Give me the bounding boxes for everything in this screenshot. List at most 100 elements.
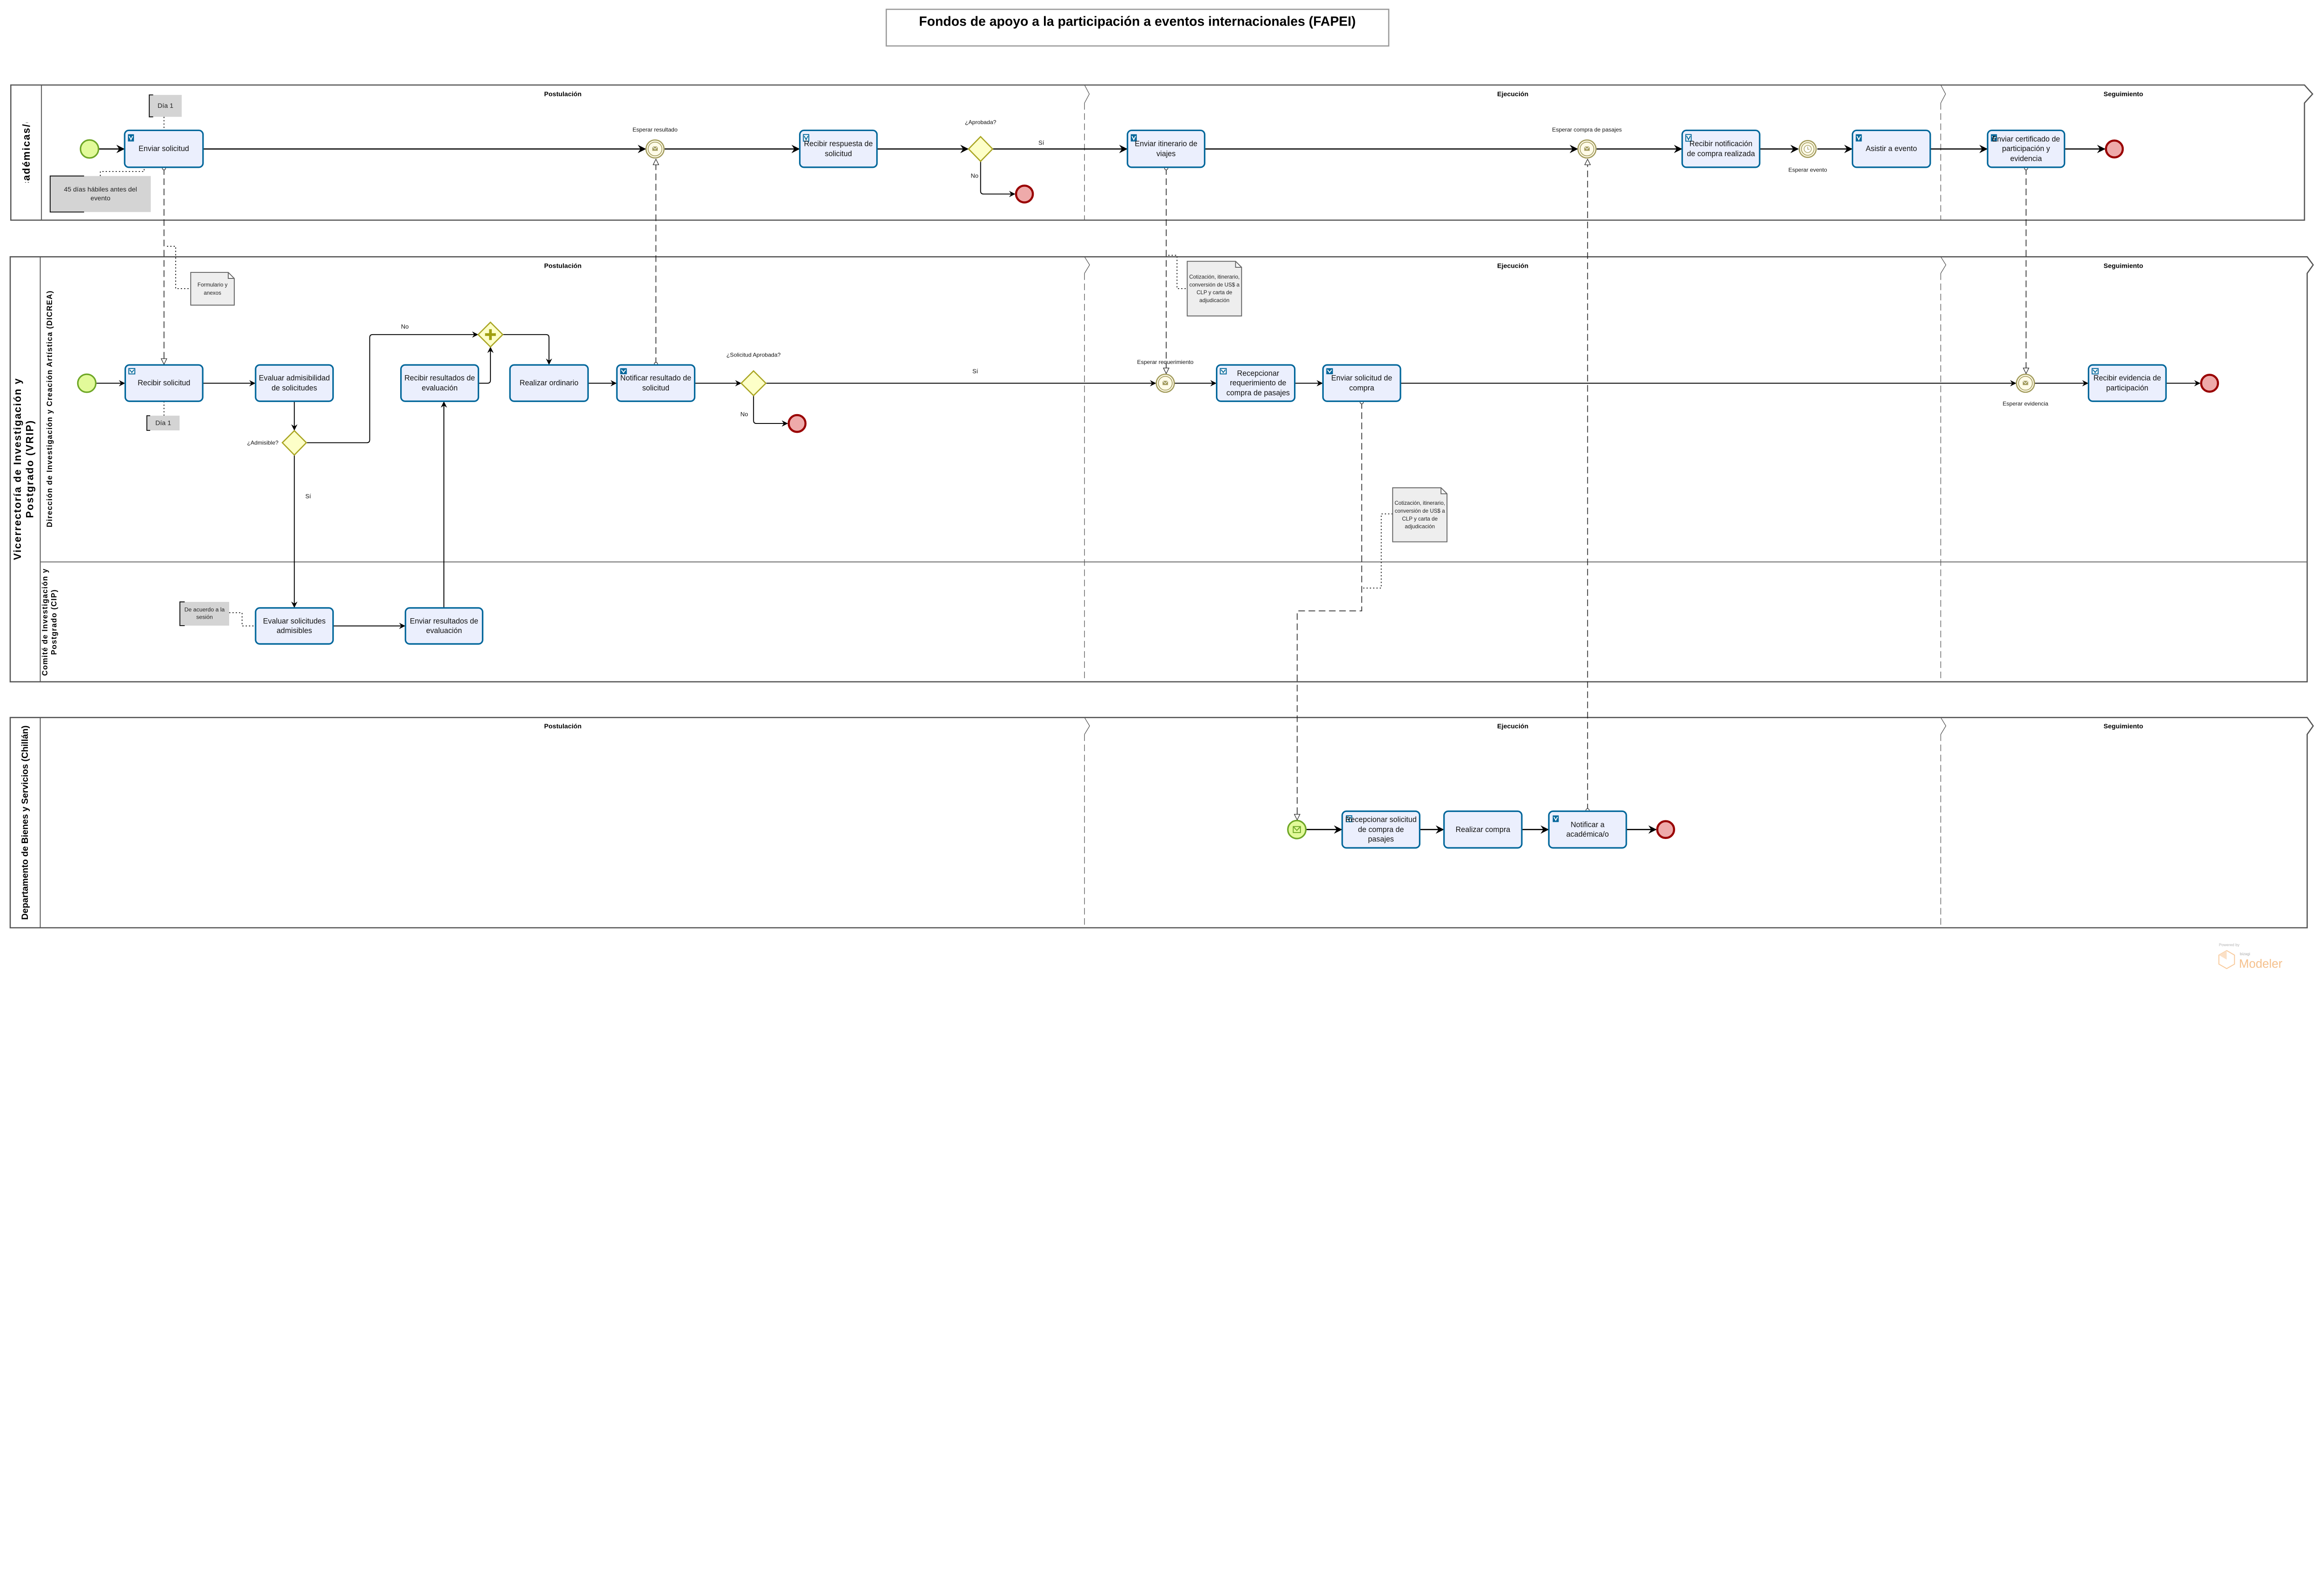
send-message-icon [1855, 134, 1862, 142]
task-recibir-evidencia[interactable]: Recibir evidencia de participación [2087, 364, 2167, 402]
intermediate-event-esperar-evidencia[interactable]: Esperar evidencia [2003, 373, 2048, 407]
svg-text:Esperar compra de pasajes: Esperar compra de pasajes [1552, 126, 1622, 133]
flow-label-si: Sí [972, 368, 978, 375]
annotation-dia1-dicrea: Día 1 [146, 415, 180, 431]
task-notificar-academica[interactable]: Notificar a académica/o [1548, 810, 1627, 849]
bizagi-watermark: Powered by bizagi Modeler [2218, 942, 2283, 971]
gateway-aprobada[interactable]: ¿Aprobada? [965, 119, 997, 162]
send-message-icon [1326, 368, 1333, 375]
intermediate-event-esperar-resultado[interactable]: Esperar resultado [633, 126, 678, 159]
receive-message-icon [2092, 368, 2099, 375]
message-start-event[interactable] [1287, 819, 1307, 839]
start-event[interactable] [79, 139, 99, 159]
send-message-icon [1130, 134, 1137, 142]
pool-bienes-servicios: Departamento de Bienes y Servicios (Chil… [9, 717, 2314, 929]
send-message-icon [1991, 134, 1997, 142]
flow-label-no: No [401, 323, 409, 330]
task-recepcionar-requerimiento[interactable]: Recepcionar requerimiento de compra de p… [1215, 364, 1296, 402]
associations [99, 117, 1393, 627]
receive-message-icon [1220, 368, 1227, 375]
lane-label-cip: Comité de Investigación y Postgrado (CIP… [40, 568, 59, 676]
receive-message-icon [1346, 815, 1353, 822]
annotation-dia1-academicos: Día 1 [149, 94, 182, 118]
bizagi-logo-icon [2218, 950, 2235, 969]
task-enviar-solicitud[interactable]: Enviar solicitud [124, 129, 204, 168]
diagram-title-box: Fondos de apoyo a la participación a eve… [885, 8, 1390, 47]
task-realizar-compra[interactable]: Realizar compra [1443, 810, 1523, 849]
milestone-ejecucion: Ejecución [1497, 91, 1528, 98]
annotation-sesion: De acuerdo a la sesión [179, 601, 230, 626]
svg-text:¿Solicitud Aprobada?: ¿Solicitud Aprobada? [726, 352, 781, 358]
svg-text:Esperar evidencia: Esperar evidencia [2003, 400, 2048, 407]
intermediate-event-esperar-compra[interactable]: Esperar compra de pasajes [1552, 126, 1622, 159]
svg-text:Esperar resultado: Esperar resultado [633, 126, 678, 133]
data-object-formulario[interactable]: Formulario y anexos [190, 272, 235, 306]
task-enviar-itinerario[interactable]: Enviar itinerario de viajes [1127, 129, 1206, 168]
task-enviar-certificado[interactable]: Enviar certificado de participación y ev… [1987, 129, 2066, 168]
end-event[interactable] [1656, 820, 1675, 839]
milestone-postulacion: Postulación [544, 723, 582, 730]
parallel-gateway[interactable] [477, 321, 504, 348]
lane-label-dicrea: Dirección de Investigación y Creación Ar… [45, 290, 54, 528]
svg-text:Esperar requerimiento: Esperar requerimiento [1137, 359, 1194, 365]
pool-label: Departamento de Bienes y Servicios (Chil… [20, 725, 30, 920]
task-recibir-notificacion[interactable]: Recibir notificación de compra realizada [1681, 129, 1761, 168]
task-recibir-respuesta[interactable]: Recibir respuesta de solicitud [799, 129, 878, 168]
flow-label-si: Sí [305, 493, 311, 500]
send-message-icon [620, 368, 627, 375]
task-realizar-ordinario[interactable]: Realizar ordinario [509, 364, 589, 402]
envelope-icon [652, 146, 658, 151]
plus-icon [485, 329, 496, 340]
task-evaluar-admisibilidad[interactable]: Evaluar admisibilidad de solicitudes [255, 364, 334, 402]
gateway-solicitud-aprobada[interactable]: ¿Solicitud Aprobada? [726, 352, 781, 396]
milestone-ejecucion: Ejecución [1497, 262, 1528, 270]
bpmn-diagram: Fondos de apoyo a la participación a eve… [9, 8, 2314, 971]
pool-vrip: Vicerrectoría de Investigación y Postgra… [9, 256, 2314, 683]
milestone-seguimiento: Seguimiento [2104, 723, 2144, 730]
flow-label-no: No [971, 172, 979, 179]
svg-text:bizagi: bizagi [2240, 951, 2250, 956]
intermediate-event-esperar-requerimiento[interactable]: Esperar requerimiento [1137, 359, 1194, 393]
diagram-title: Fondos de apoyo a la participación a eve… [919, 14, 1356, 29]
envelope-icon [1293, 826, 1301, 833]
milestone-seguimiento: Seguimiento [2104, 262, 2144, 270]
data-object-cotizacion[interactable]: Cotización, itinerario, conversión de US… [1187, 261, 1242, 317]
annotation-45-dias: 45 días hábiles antes del evento [49, 175, 151, 213]
svg-text:Esperar evento: Esperar evento [1789, 167, 1827, 173]
milestone-ejecucion: Ejecución [1497, 723, 1528, 730]
task-recepcionar-solicitud-compra[interactable]: Recepcionar solicitud de compra de pasaj… [1341, 810, 1421, 849]
receive-message-icon [128, 368, 136, 375]
flow-label-si: Sí [1038, 139, 1044, 146]
start-event[interactable] [77, 373, 97, 393]
send-message-icon [1552, 815, 1559, 822]
receive-message-icon [1685, 134, 1692, 142]
end-event[interactable] [2105, 139, 2124, 159]
send-message-icon [128, 134, 134, 142]
svg-text:Powered by: Powered by [2219, 942, 2240, 947]
clock-icon [1803, 145, 1812, 153]
end-event[interactable] [787, 414, 807, 433]
task-enviar-resultados[interactable]: Enviar resultados de evaluación [404, 607, 483, 645]
gateway-admisible[interactable]: ¿Admisible? [247, 429, 307, 456]
task-recibir-solicitud[interactable]: Recibir solicitud [124, 364, 204, 402]
timer-event-esperar-evento[interactable]: Esperar evento [1789, 140, 1827, 173]
task-enviar-solicitud-compra[interactable]: Enviar solicitud de compra [1322, 364, 1401, 402]
svg-text:Modeler: Modeler [2239, 958, 2283, 971]
end-event[interactable] [2200, 374, 2219, 393]
svg-text:¿Admisible?: ¿Admisible? [247, 439, 279, 446]
end-event[interactable] [1015, 185, 1034, 204]
milestone-postulacion: Postulación [544, 91, 582, 98]
receive-message-icon [803, 134, 810, 142]
task-evaluar-admisibles[interactable]: Evaluar solicitudes admisibles [255, 607, 334, 645]
task-notificar-resultado[interactable]: Notificar resultado de solicitud [616, 364, 696, 402]
milestone-postulacion: Postulación [544, 262, 582, 270]
data-object-cotizacion[interactable]: Cotización, itinerario, conversión de US… [1392, 487, 1448, 542]
envelope-icon [1162, 380, 1169, 385]
pool-label: Académicas/os [20, 122, 32, 183]
task-recibir-resultados[interactable]: Recibir resultados de evaluación [400, 364, 479, 402]
sequence-flows [96, 145, 2201, 834]
svg-text:¿Aprobada?: ¿Aprobada? [965, 119, 997, 125]
milestone-seguimiento: Seguimiento [2104, 91, 2144, 98]
task-asistir-evento[interactable]: Asistir a evento [1851, 129, 1931, 168]
pool-label: Vicerrectoría de Investigación y Postgra… [12, 377, 36, 560]
